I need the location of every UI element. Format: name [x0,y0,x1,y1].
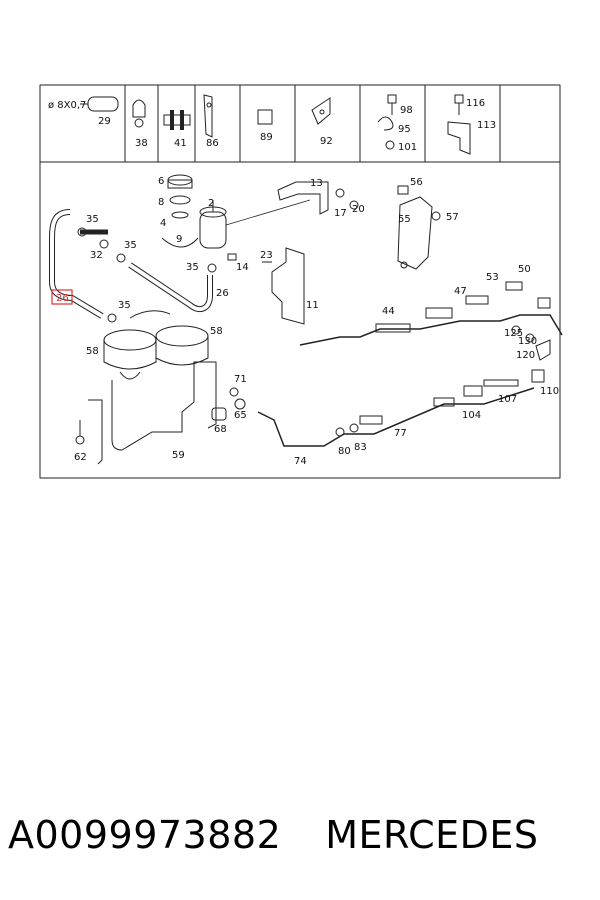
svg-text:83: 83 [354,442,367,453]
svg-text:23: 23 [260,250,273,261]
svg-text:14: 14 [236,262,249,273]
svg-text:2: 2 [208,198,214,209]
diagram-frame [39,84,561,479]
bolt-clamp-cell: 98 95 101 [377,94,417,153]
svg-text:50: 50 [518,264,531,275]
svg-text:57: 57 [446,212,459,223]
hose-spec-label: ø 8X0,7 [48,100,86,111]
svg-text:59: 59 [172,450,185,461]
svg-text:35: 35 [86,214,99,225]
brand-name: MERCEDES [325,813,539,857]
svg-text:65: 65 [234,410,247,421]
hose-spec-cell: ø 8X0,7 29 [48,96,119,127]
svg-text:110: 110 [540,386,559,397]
clip-bracket-cell: 89 [257,109,273,143]
svg-text:53: 53 [486,272,499,283]
svg-text:56: 56 [410,177,423,188]
svg-text:68: 68 [214,424,227,435]
svg-text:89: 89 [260,132,273,143]
callout-26-highlighted: 26 [56,293,69,304]
svg-text:35: 35 [118,300,131,311]
svg-text:95: 95 [398,124,411,135]
svg-text:41: 41 [174,138,187,149]
svg-text:116: 116 [466,98,485,109]
clip-cell: 38 [132,99,148,149]
svg-text:107: 107 [498,394,517,405]
svg-text:38: 38 [135,138,148,149]
svg-text:11: 11 [306,300,319,311]
svg-text:47: 47 [454,286,467,297]
svg-text:74: 74 [294,456,307,467]
svg-text:77: 77 [394,428,407,439]
svg-text:62: 62 [74,452,87,463]
svg-text:130: 130 [518,336,537,347]
svg-text:80: 80 [338,446,351,457]
svg-text:55: 55 [398,214,411,225]
hose-part-number: 29 [98,116,111,127]
svg-text:86: 86 [206,138,219,149]
svg-text:8: 8 [158,197,164,208]
svg-text:6: 6 [158,176,164,187]
part-number: A0099973882 [8,813,282,857]
callout-labels: 6 8 2 4 9 35 32 35 35 23 14 26 35 58 58 … [74,176,559,467]
svg-text:20: 20 [352,204,365,215]
svg-text:35: 35 [186,262,199,273]
svg-text:98: 98 [400,105,413,116]
svg-text:26: 26 [216,288,229,299]
svg-text:58: 58 [86,346,99,357]
bolt-plate-cell: 116 113 [447,94,496,155]
svg-text:113: 113 [477,120,496,131]
svg-text:101: 101 [398,142,417,153]
svg-text:35: 35 [124,240,137,251]
svg-text:17: 17 [334,208,347,219]
highlight-box [51,289,73,305]
part-caption: A0099973882 MERCEDES [8,800,592,870]
svg-text:92: 92 [320,136,333,147]
bracket-cell: 86 [203,94,219,149]
connector-cell: 41 [163,110,191,149]
svg-text:104: 104 [462,410,481,421]
svg-text:44: 44 [382,306,395,317]
svg-text:71: 71 [234,374,247,385]
parts-diagram: ø 8X0,7 29 38 41 86 89 92 98 95 101 [39,84,563,479]
svg-text:125: 125 [504,328,523,339]
svg-text:32: 32 [90,250,103,261]
svg-text:58: 58 [210,326,223,337]
svg-text:4: 4 [160,218,166,229]
svg-text:13: 13 [310,178,323,189]
svg-text:120: 120 [516,350,535,361]
main-assembly [49,174,563,465]
angle-bracket-cell: 92 [311,97,333,147]
svg-text:9: 9 [176,234,182,245]
